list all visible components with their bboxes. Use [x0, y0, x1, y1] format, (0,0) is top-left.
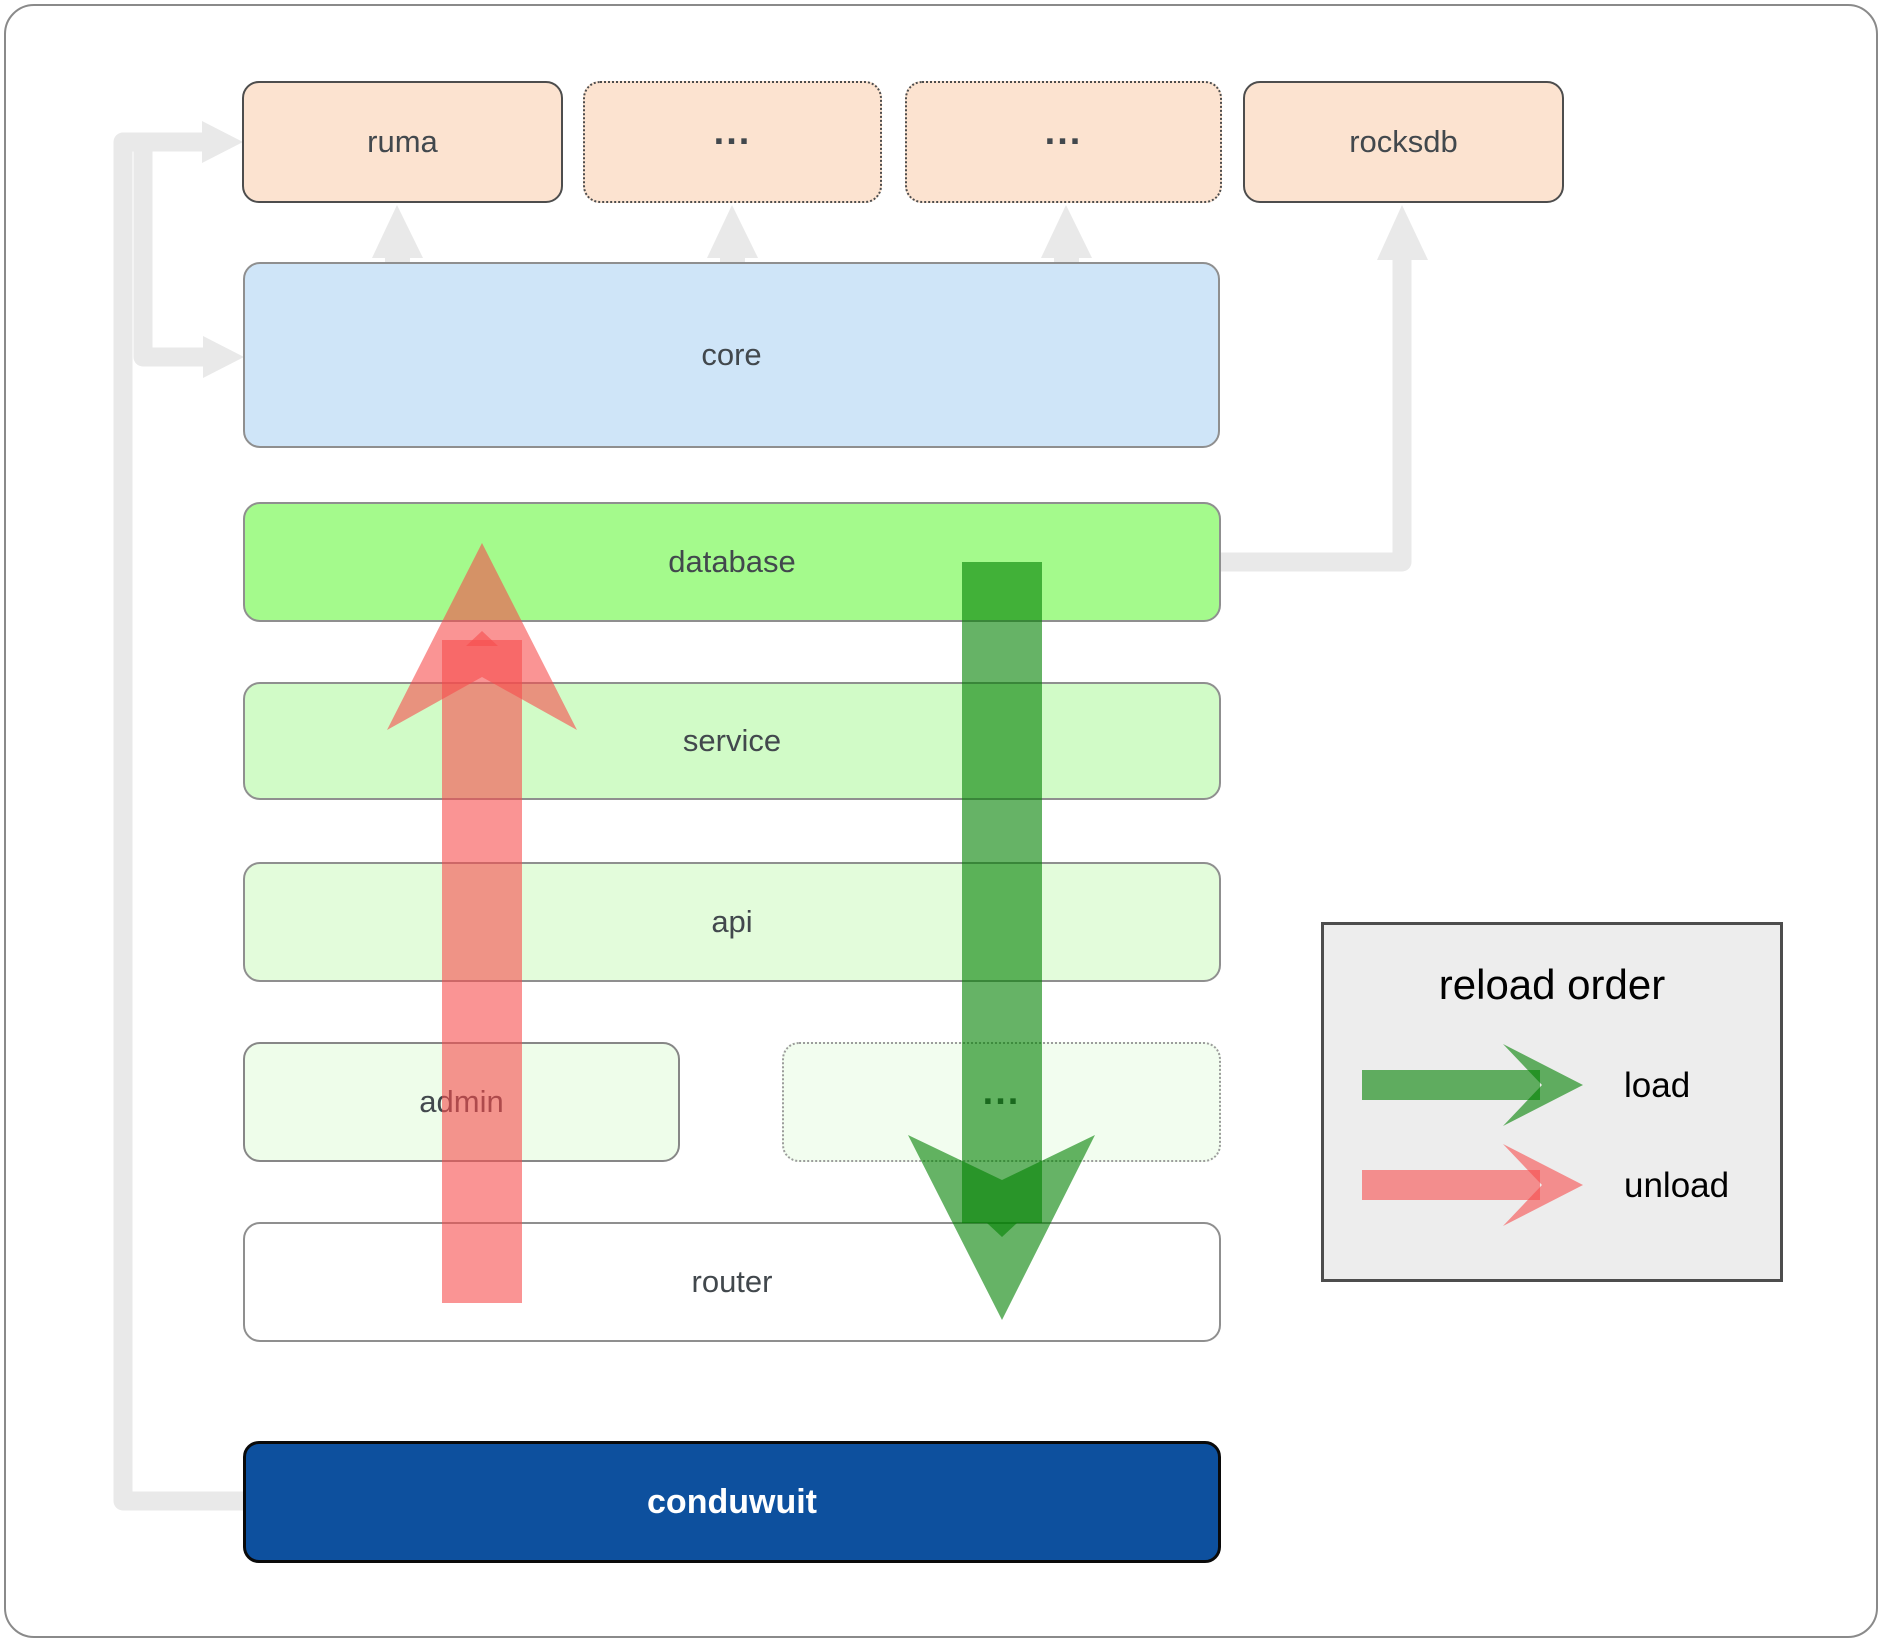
- load-arrow: [908, 562, 1095, 1320]
- box-dots-top-2: ...: [905, 81, 1222, 203]
- box-dots-top-2-label: ...: [1044, 110, 1083, 153]
- unload-arrow: [387, 543, 577, 1303]
- legend-unload-label: unload: [1624, 1166, 1730, 1205]
- box-rocksdb: rocksdb: [1243, 81, 1564, 203]
- box-core: core: [243, 262, 1220, 448]
- core-to-ruma-arrow: [372, 205, 423, 264]
- box-dots-top-1-label: ...: [713, 110, 752, 153]
- box-ruma-label: ruma: [367, 124, 438, 159]
- box-api-label: api: [711, 904, 753, 939]
- core-to-dots2-arrow: [1041, 205, 1092, 264]
- arrowhead-into-core: [203, 336, 244, 378]
- box-conduwuit: conduwuit: [243, 1441, 1221, 1563]
- box-conduwuit-label: conduwuit: [647, 1482, 817, 1521]
- arrowhead-into-ruma: [202, 121, 243, 163]
- legend-load-arrow-icon: [1362, 1044, 1583, 1126]
- box-database-label: database: [668, 544, 796, 579]
- database-to-rocksdb-connector: [1221, 205, 1428, 572]
- box-api: api: [243, 862, 1221, 982]
- box-ruma: ruma: [242, 81, 563, 203]
- legend-load-label: load: [1624, 1066, 1691, 1105]
- box-service-label: service: [682, 723, 782, 758]
- box-core-label: core: [701, 337, 762, 372]
- conduwuit-to-core-connector: [133, 135, 244, 378]
- core-to-dots1-arrow: [707, 205, 758, 264]
- box-dots-top-1: ...: [583, 81, 882, 203]
- box-database: database: [243, 502, 1221, 622]
- box-rocksdb-label: rocksdb: [1349, 124, 1458, 159]
- legend-reload-order: reload order load unload: [1321, 922, 1783, 1282]
- conduwuit-to-ruma-connector: [113, 121, 243, 1511]
- legend-title: reload order: [1438, 961, 1666, 1008]
- box-router: router: [243, 1222, 1221, 1342]
- legend-unload-arrow-icon: [1362, 1144, 1583, 1226]
- box-router-label: router: [691, 1264, 773, 1299]
